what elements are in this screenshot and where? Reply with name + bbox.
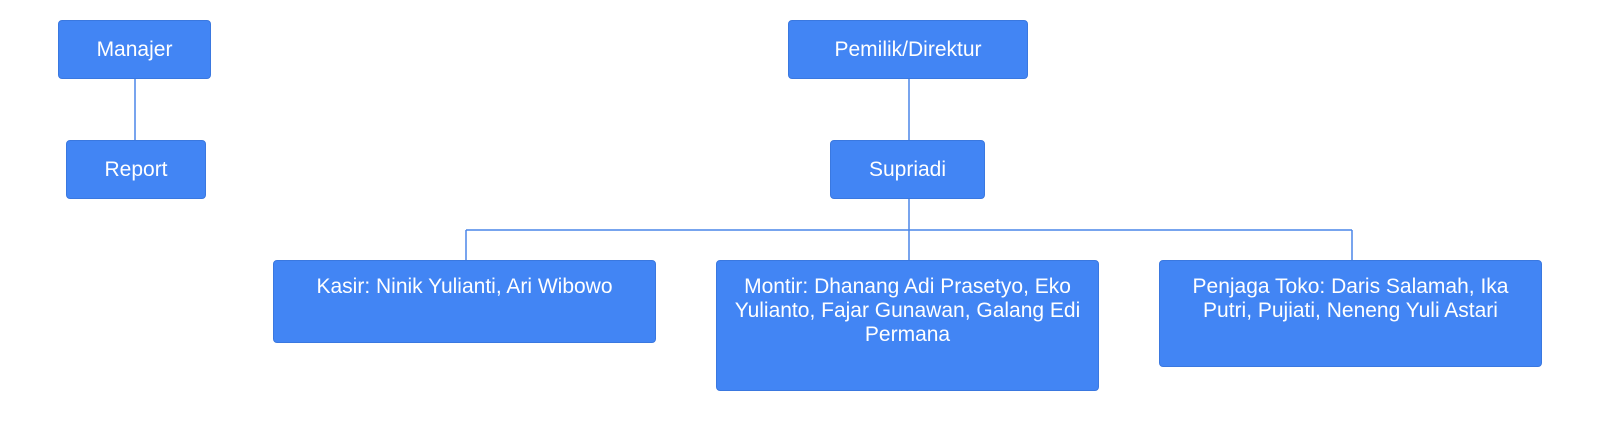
node-report-label: Report <box>104 157 168 181</box>
node-manajer-label: Manajer <box>96 37 173 61</box>
node-supriadi: Supriadi <box>830 140 985 199</box>
node-penjaga-toko-label: Penjaga Toko: Daris Salamah, Ika Putri, … <box>1192 275 1509 322</box>
node-montir-label: Montir: Dhanang Adi Prasetyo, Eko Yulian… <box>734 275 1081 346</box>
node-penjaga-toko: Penjaga Toko: Daris Salamah, Ika Putri, … <box>1159 260 1542 367</box>
node-supriadi-label: Supriadi <box>868 157 947 181</box>
node-pemilik-direktur-label: Pemilik/Direktur <box>834 37 982 61</box>
node-kasir: Kasir: Ninik Yulianti, Ari Wibowo <box>273 260 656 343</box>
node-montir: Montir: Dhanang Adi Prasetyo, Eko Yulian… <box>716 260 1099 391</box>
node-pemilik-direktur: Pemilik/Direktur <box>788 20 1028 79</box>
node-report: Report <box>66 140 206 199</box>
node-manajer: Manajer <box>58 20 211 79</box>
node-kasir-label: Kasir: Ninik Yulianti, Ari Wibowo <box>316 275 613 298</box>
